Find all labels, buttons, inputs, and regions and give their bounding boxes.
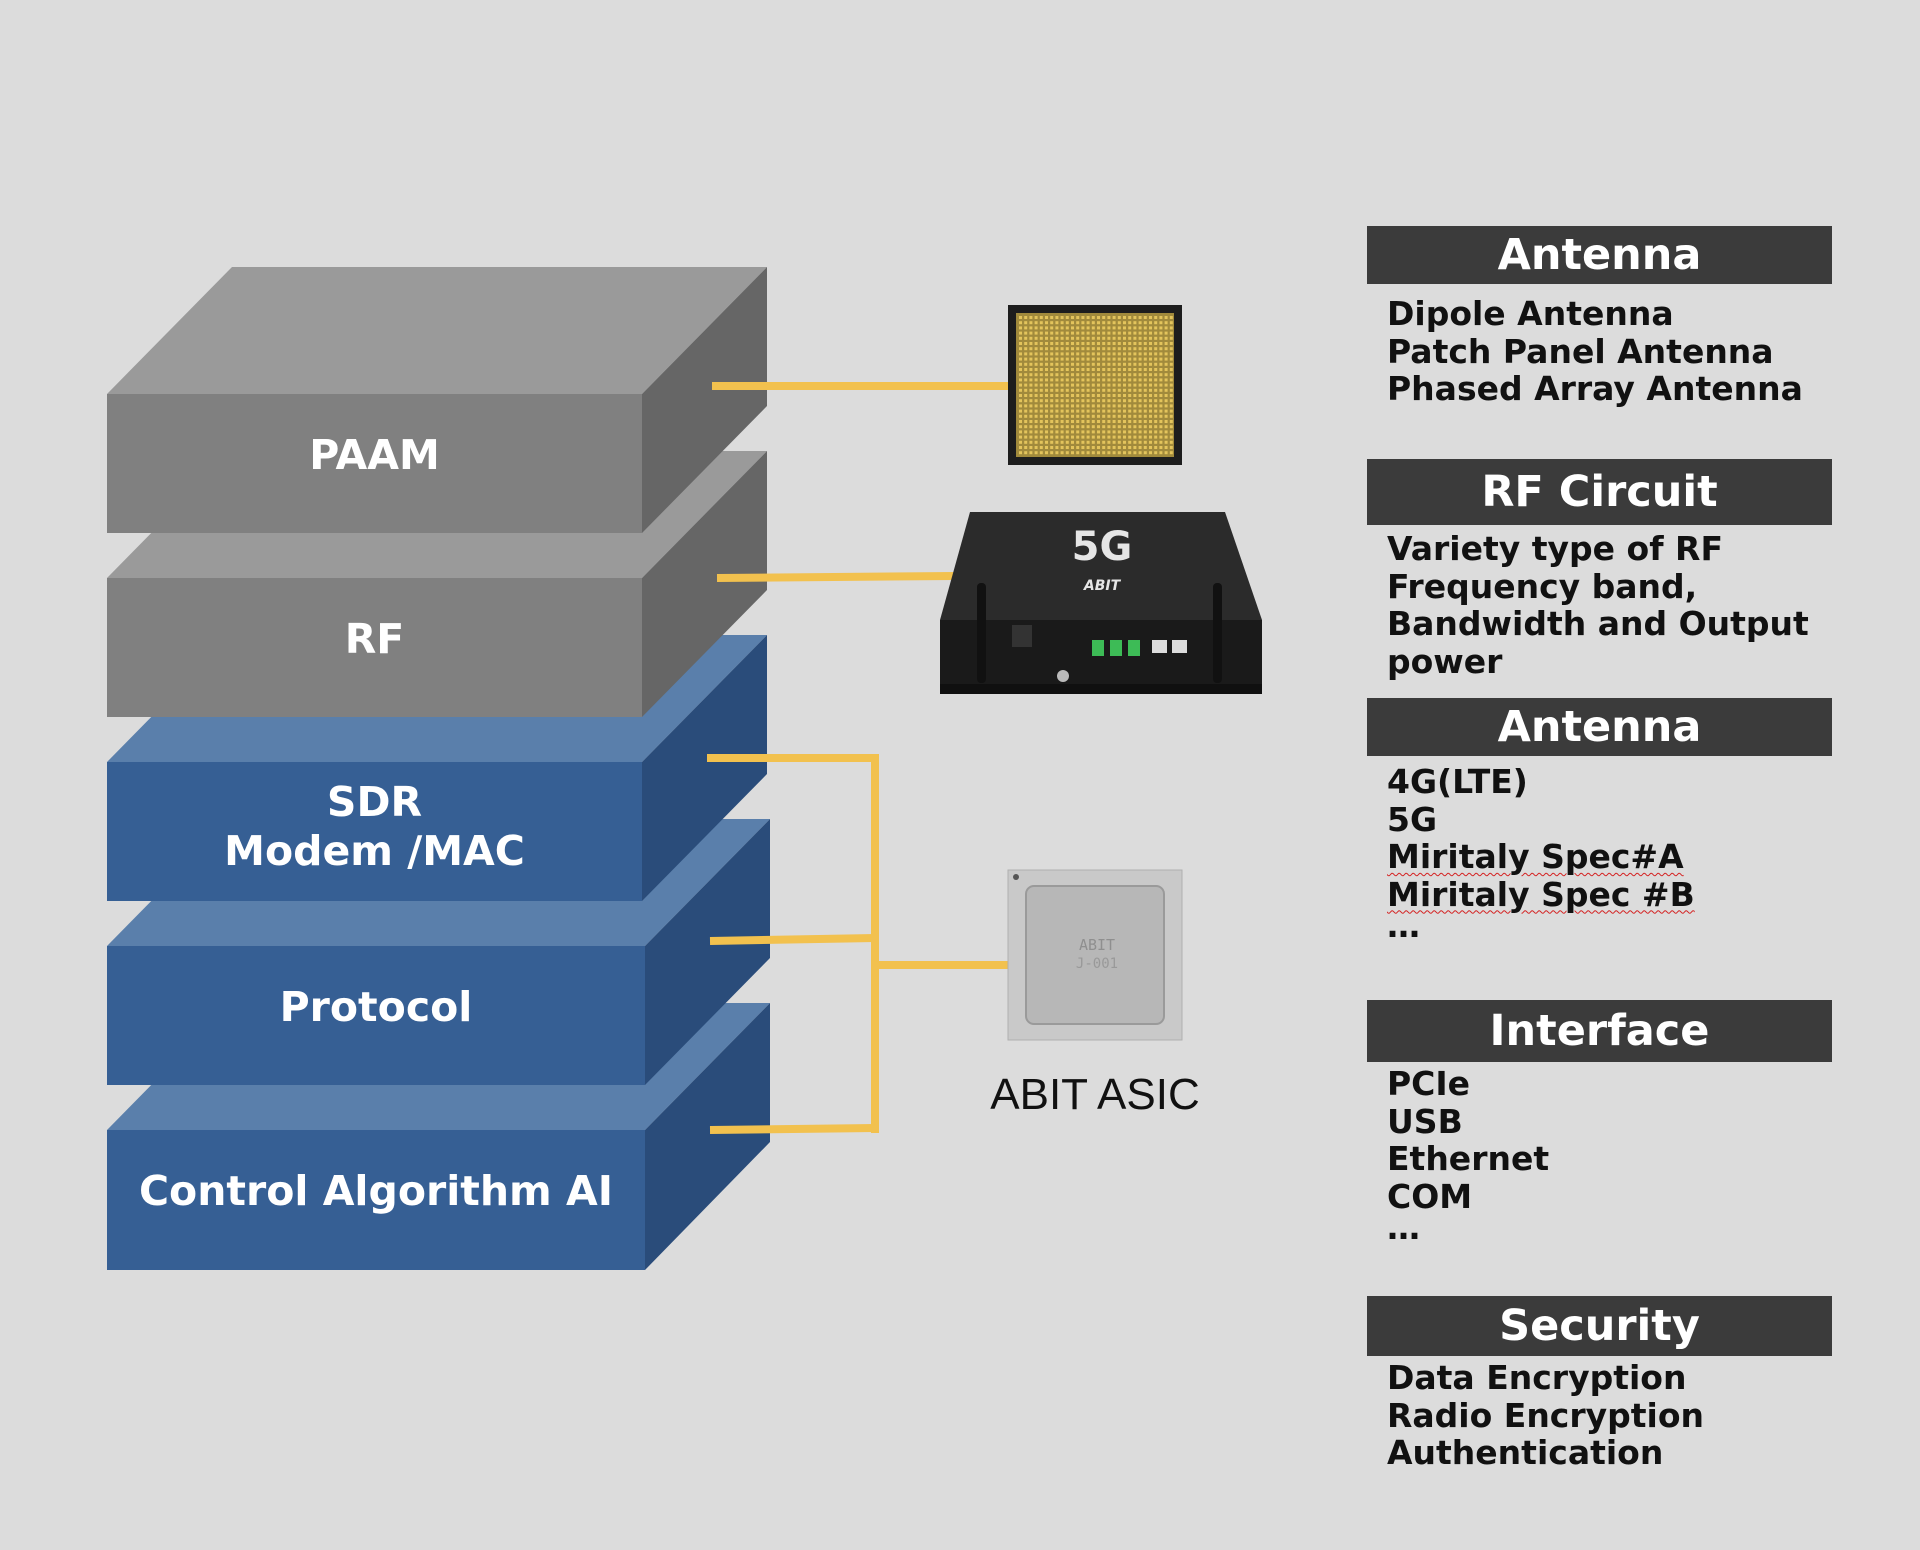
section-list-interface: PCIe USB Ethernet COM … [1387,1064,1847,1247]
list-item: Radio Encryption [1387,1395,1705,1435]
list-item: Miritaly Spec#A [1387,837,1684,876]
asic-chip-image: ABIT J-001 [1007,869,1183,1041]
list-item: Frequency band, [1387,566,1698,606]
list-item: Variety type of RF [1387,529,1723,568]
layer-side-face [642,267,767,533]
layer-paam [107,267,767,533]
connector-sdr [707,754,879,1133]
list-item: Ethernet [1387,1139,1550,1178]
section-header-antenna: Antenna [1367,226,1832,284]
layer-front-face [107,394,642,533]
asic-chip-line2: J-001 [1076,956,1118,972]
router-5g-image: 5G ABIT [940,512,1262,694]
list-item: … [1387,906,1420,945]
layer-front-face [107,578,642,717]
connector-lines [707,382,1010,1134]
list-item: Authentication [1387,1433,1664,1472]
list-item: 4G(LTE) [1387,762,1528,801]
connector-control [709,1124,876,1134]
layer-side-face [645,819,770,1085]
list-item: power [1387,641,1503,681]
phased-array-antenna-image [1008,305,1182,465]
section-header-security: Security [1367,1296,1832,1356]
layer-front-face [107,1130,645,1270]
asic-caption: ABIT ASIC [990,1070,1200,1119]
section-header-interface: Interface [1367,1000,1832,1062]
layer-label-control-algorithm-ai: Control Algorithm AI [138,1167,614,1215]
list-item: Dipole Antenna [1387,294,1674,333]
list-item: PCIe [1387,1064,1471,1103]
layer-side-face [645,1003,770,1270]
layer-label-sdr-modem-mac: SDR Modem /MAC [224,778,525,875]
layer-label-rf: RF [344,615,405,663]
connector-rf [716,572,956,582]
list-item: Patch Panel Antenna [1387,331,1774,371]
layer-front-face [107,762,642,901]
list-item: Data Encryption [1387,1358,1687,1397]
list-item: COM [1387,1176,1473,1216]
connector-protocol [709,934,876,945]
layer-label-protocol: Protocol [279,983,473,1031]
list-item: Bandwidth and Output [1387,604,1809,643]
list-item: Miritaly Spec #B [1387,874,1695,914]
section-list-security: Data Encryption Radio Encryption Authent… [1387,1359,1847,1472]
layer-top-face [107,267,767,394]
section-list-antenna: Dipole Antenna Patch Panel Antenna Phase… [1387,295,1847,408]
section-header-rf-circuit: RF Circuit [1367,459,1832,525]
layer-front-face [107,946,645,1085]
section-list-antenna-bands: 4G(LTE) 5G Miritaly Spec#A Miritaly Spec… [1387,762,1847,945]
layer-side-face [642,635,767,901]
section-header-antenna-bands: Antenna [1367,698,1832,756]
list-item: USB [1387,1101,1463,1141]
layer-label-paam: PAAM [309,431,440,479]
router-badge: 5G [1072,524,1133,570]
asic-chip-line1: ABIT [1079,936,1115,954]
list-item: 5G [1387,799,1438,839]
list-item: Phased Array Antenna [1387,369,1803,408]
section-list-rf-circuit: Variety type of RF Frequency band, Bandw… [1387,530,1847,680]
router-brand: ABIT [1083,578,1122,594]
list-item: … [1387,1208,1420,1247]
layer-side-face [642,451,767,717]
